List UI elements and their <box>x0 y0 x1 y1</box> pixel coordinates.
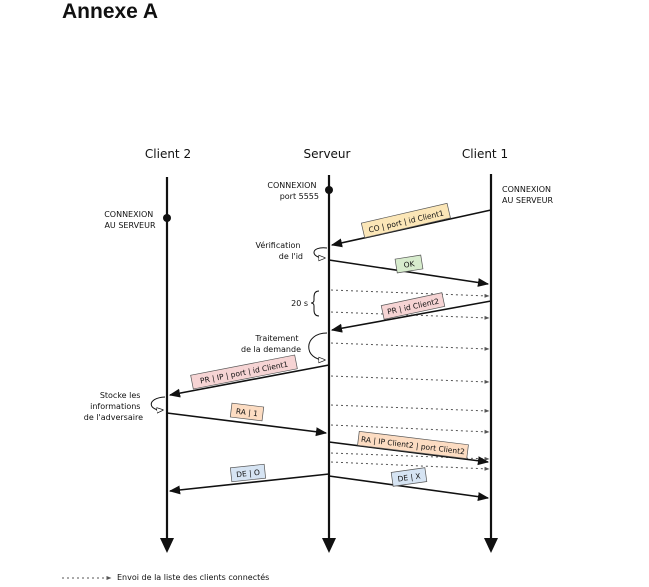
verify-self-arrow <box>313 247 328 258</box>
server-connect-line2: port 5555 <box>280 192 319 201</box>
label-co: CO | port | id Client1 <box>360 202 451 239</box>
legend-dotted-label: Envoi de la liste des clients connectés <box>117 572 269 582</box>
page-heading: Annexe A <box>62 0 159 23</box>
arrow-de-x <box>328 475 490 502</box>
lifeline-client2-arrowhead <box>160 538 174 553</box>
label-ra1-text: RA | 1 <box>235 407 258 419</box>
client1-connect-note: CONNEXION AU SERVEUR <box>502 185 554 205</box>
label-de-x: DE | X <box>390 467 428 487</box>
verify-line2: de l'id <box>279 252 303 261</box>
client1-connect-line2: AU SERVEUR <box>502 196 554 205</box>
dotted-arrow-3 <box>330 342 490 351</box>
dotted-arrow-4 <box>330 375 490 384</box>
arrow-ok <box>328 259 490 287</box>
store-line2: informations <box>90 402 140 411</box>
store-self-arrow <box>150 396 166 410</box>
dotted-arrow-1 <box>330 289 490 298</box>
client2-connect-dot <box>163 214 171 222</box>
arrow-pr-client2 <box>330 300 492 333</box>
server-connect-line1: CONNEXION <box>267 181 316 190</box>
arrow-de-o <box>168 473 330 495</box>
process-line1: Traitement <box>254 334 298 343</box>
arrow-ra1 <box>166 412 328 437</box>
verify-note: Vérification de l'id <box>256 240 304 261</box>
actor-client1: Client 1 <box>462 147 508 161</box>
label-ra1: RA | 1 <box>229 402 265 422</box>
server-connect-note: CONNEXION port 5555 <box>267 181 319 201</box>
lifeline-server-arrowhead <box>322 538 336 553</box>
verify-line1: Vérification <box>256 240 301 250</box>
label-ra2: RA | IP Client2 | port Client2 <box>357 430 469 460</box>
label-ok-text: OK <box>403 259 416 270</box>
actor-server: Serveur <box>304 147 351 161</box>
label-ok: OK <box>394 254 424 274</box>
process-line2: de la demande <box>241 345 301 354</box>
arrow-ra2 <box>328 441 490 466</box>
label-de-x-text: DE | X <box>397 471 421 483</box>
label-pr-client1: PR | IP | port | id Client1 <box>190 354 298 390</box>
store-line1: Stocke les <box>100 391 141 400</box>
timer-note: 20 s <box>291 299 308 308</box>
arrow-pr-client1 <box>168 364 330 398</box>
client2-connect-note: CONNEXION AU SERVEUR <box>104 210 156 230</box>
client2-connect-line2: AU SERVEUR <box>104 221 156 230</box>
dotted-arrow-6 <box>330 424 490 434</box>
lifeline-client1-arrowhead <box>484 538 498 553</box>
store-line3: de l'adversaire <box>84 413 143 422</box>
arrow-co <box>330 209 492 248</box>
label-de-o-text: DE | O <box>236 468 261 479</box>
process-note: Traitement de la demande <box>241 334 301 354</box>
server-connect-dot <box>325 186 333 194</box>
label-de-o: DE | O <box>229 463 267 483</box>
dotted-arrow-8 <box>330 461 490 471</box>
dotted-arrow-2 <box>330 311 490 320</box>
store-note: Stocke les informations de l'adversaire <box>84 391 143 422</box>
timer-brace <box>310 290 320 317</box>
client2-connect-line1: CONNEXION <box>104 210 153 219</box>
client1-connect-line1: CONNEXION <box>502 185 551 194</box>
process-self-arrow <box>308 332 328 360</box>
actor-client2: Client 2 <box>145 147 191 161</box>
dotted-arrow-5 <box>330 404 490 413</box>
